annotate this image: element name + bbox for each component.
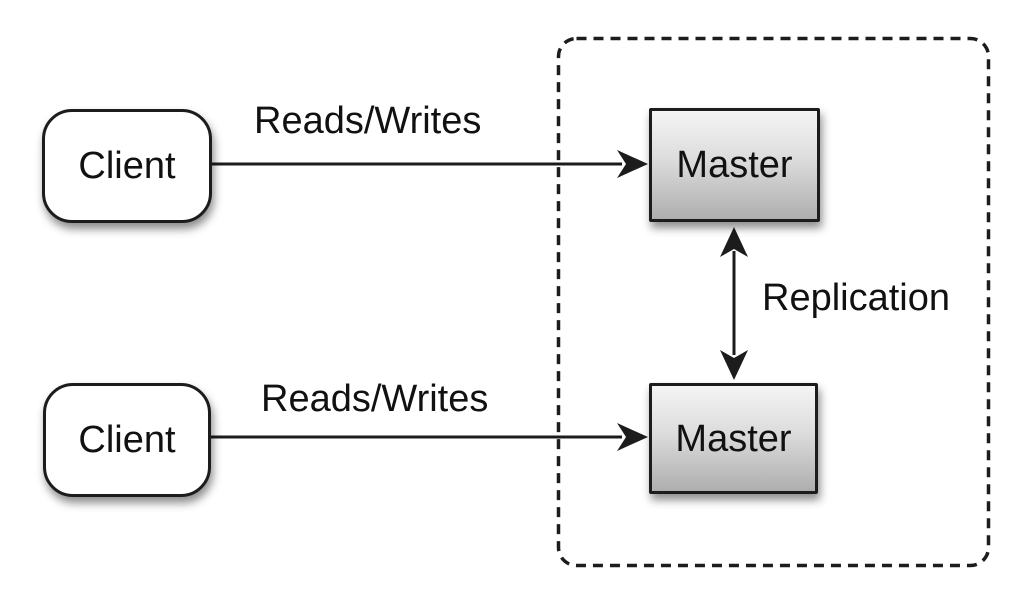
arrowhead-down-icon <box>720 350 748 380</box>
replication-label: Replication <box>762 277 950 319</box>
arrowhead-right-bottom-icon <box>617 423 648 451</box>
client-bottom-label: Client <box>78 419 176 461</box>
master-bottom-node: Master <box>649 383 818 494</box>
reads-writes-bottom-label: Reads/Writes <box>261 378 489 420</box>
client-bottom-node: Client <box>43 383 211 497</box>
reads-writes-top-label: Reads/Writes <box>254 100 482 142</box>
master-bottom-label: Master <box>675 417 792 460</box>
master-top-label: Master <box>676 144 793 186</box>
client-top-label: Client <box>78 145 176 187</box>
replication-group-border <box>556 36 991 568</box>
master-top-node: Master <box>649 108 820 222</box>
arrowhead-right-top-icon <box>617 150 648 178</box>
arrowhead-up-icon <box>720 227 748 257</box>
client-top-node: Client <box>42 109 212 223</box>
